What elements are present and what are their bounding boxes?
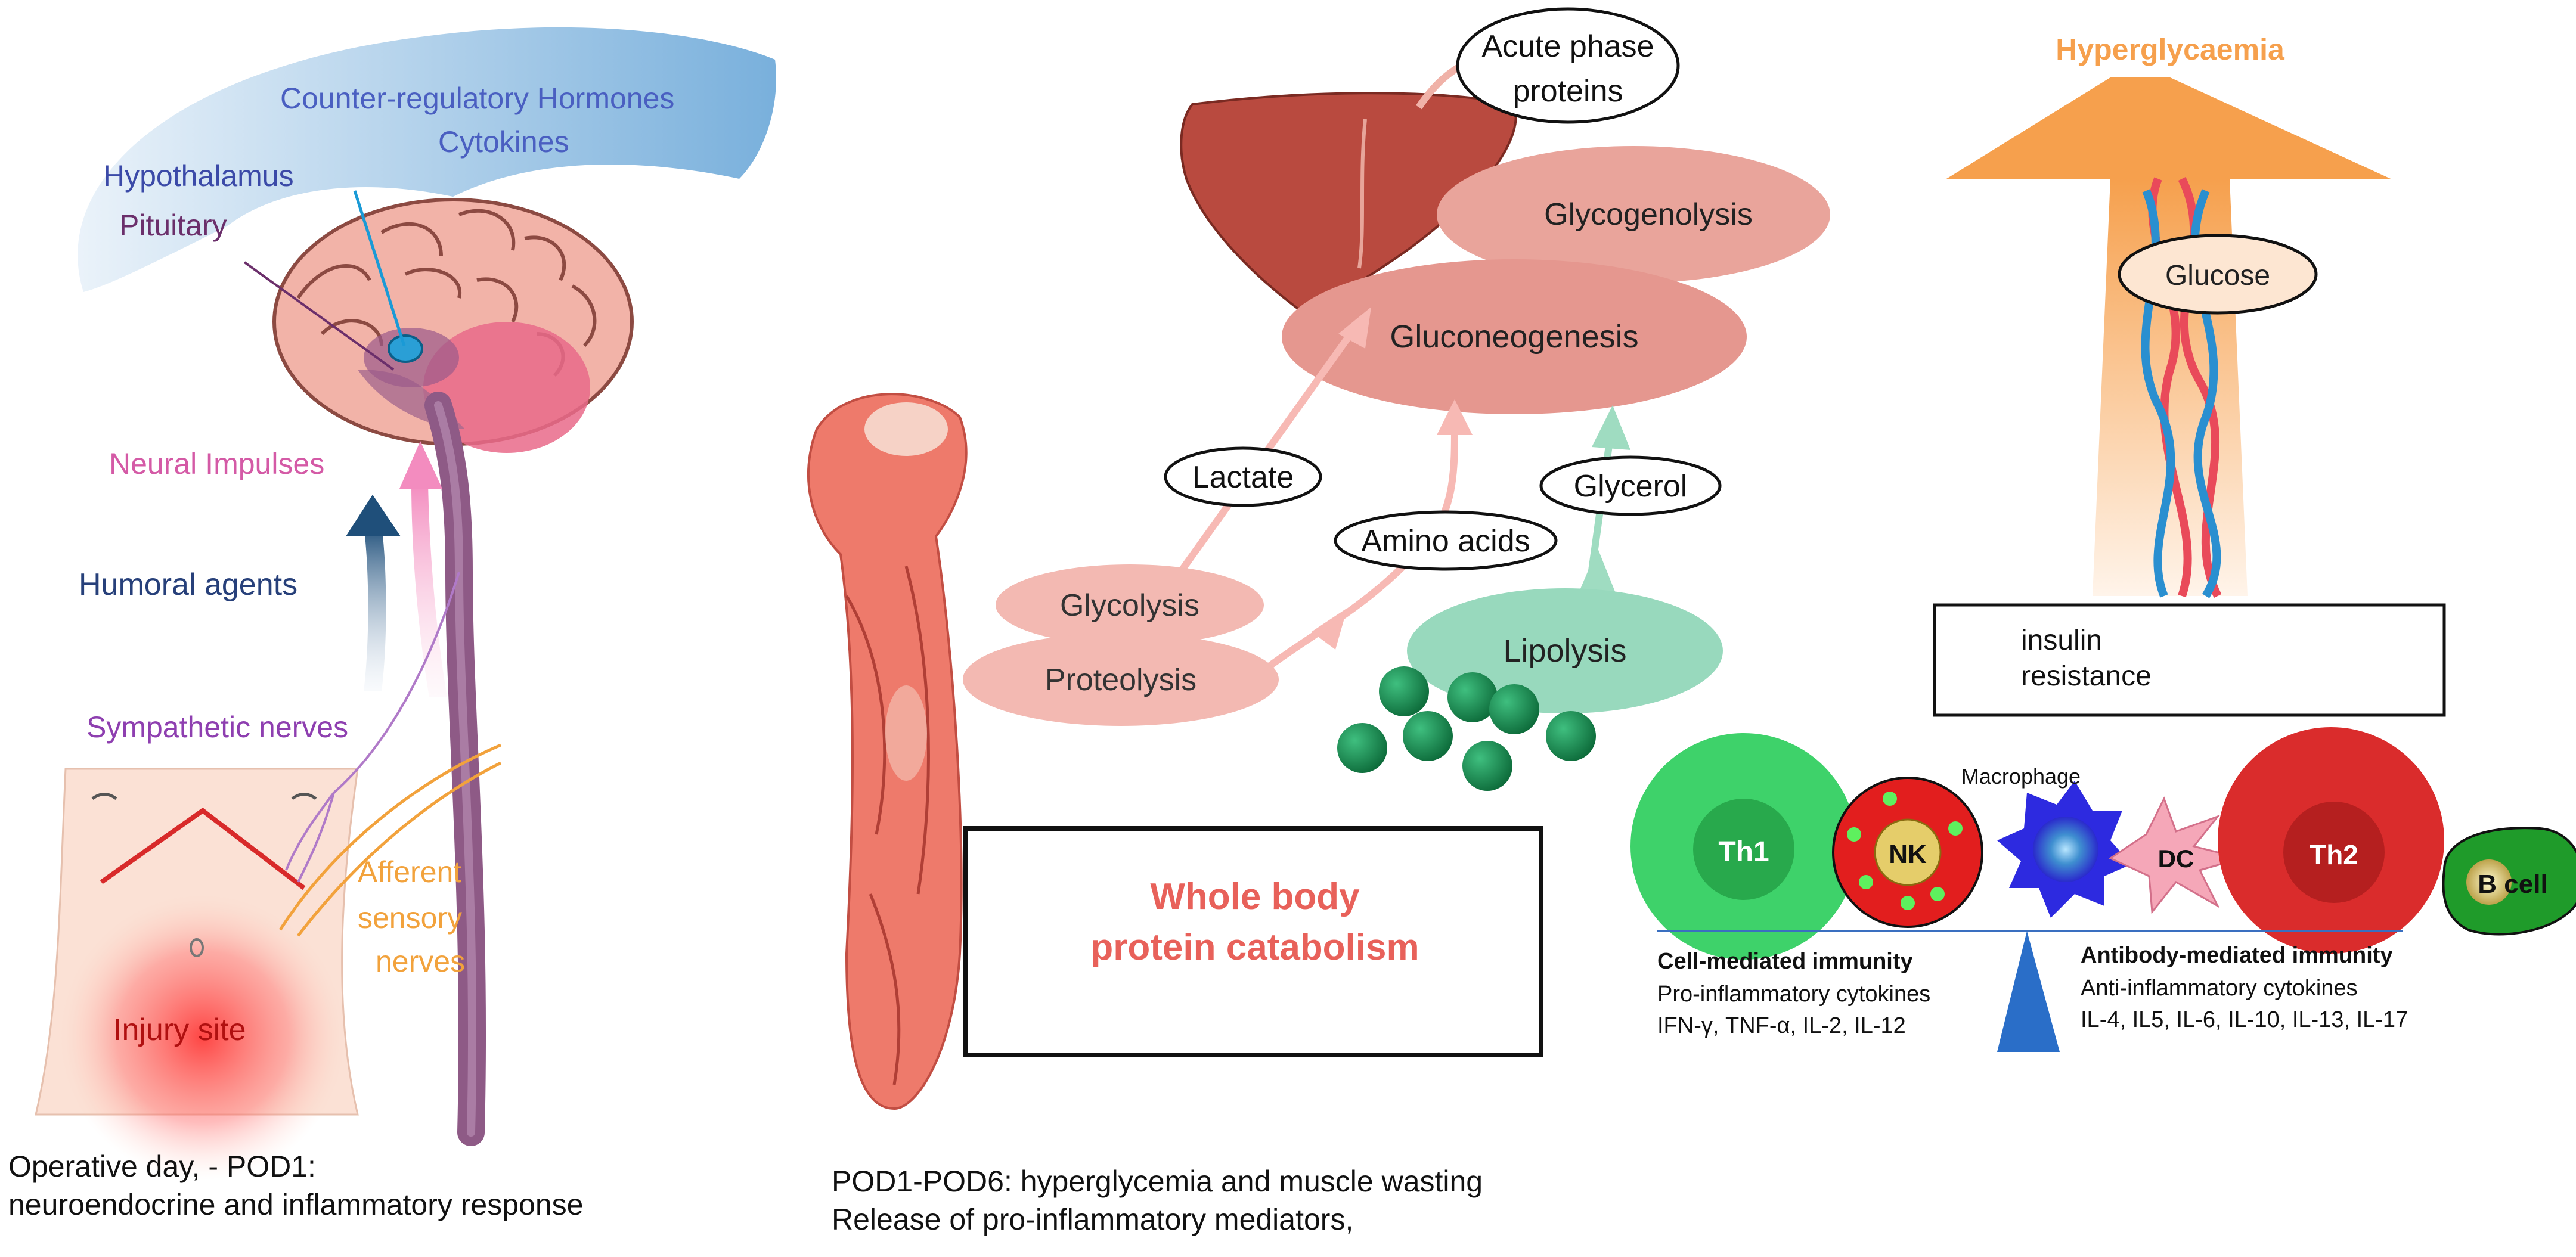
insulin-box (1933, 603, 2446, 717)
cell-nk (1832, 777, 1983, 928)
glycolysis-ellipse (996, 564, 1264, 645)
amino-acids-bubble (1334, 510, 1558, 571)
glucose-label: Glucose (2165, 260, 2270, 291)
caption-panel2-line2: Release of pro-inflammatory mediators, (832, 1203, 1354, 1236)
cell-th1 (1630, 733, 1857, 960)
lactate-label: Lactate (1192, 460, 1294, 495)
amino-acids-label: Amino acids (1361, 524, 1530, 558)
acute-phase-label-2: proteins (1513, 74, 1623, 108)
antibody-line-2: IL-4, IL5, IL-6, IL-10, IL-13, IL-17 (2081, 1007, 2408, 1032)
catabolism-label-2: protein catabolism (1090, 927, 1419, 968)
hormone-cloud (78, 27, 776, 292)
caption-panel1: Operative day, - POD1: neuroendocrine an… (8, 1147, 583, 1224)
glycolysis-label: Glycolysis (1060, 588, 1199, 623)
humoral-arrow (346, 495, 401, 691)
glycogenolysis-ellipse (1437, 146, 1830, 283)
lactate-bubble (1164, 446, 1322, 507)
antibody-line-1: Anti-inflammatory cytokines (2081, 976, 2358, 1001)
caption-panel2-line1: POD1-POD6: hyperglycemia and muscle wast… (832, 1165, 1483, 1198)
caption-panel1-line1: Operative day, - POD1: (8, 1150, 316, 1183)
afferent-label-3: nerves (376, 945, 465, 978)
bcell-label: B cell (2478, 870, 2547, 899)
acute-phase-bubble (1456, 7, 1680, 124)
lipolysis-label: Lipolysis (1503, 633, 1626, 669)
panel-metabolic: Acute phase proteins Glycogenolysis Gluc… (807, 7, 1830, 1110)
catabolism-box (963, 826, 1543, 1057)
glycerol-arrowhead-lower (1580, 548, 1616, 593)
th2-label: Th2 (2310, 839, 2358, 870)
pituitary-label: Pituitary (119, 209, 227, 242)
afferent-label-2: sensory (358, 901, 462, 935)
acute-phase-label-1: Acute phase (1481, 29, 1654, 64)
glycogenolysis-label: Glycogenolysis (1544, 197, 1753, 232)
glucose-bubble (2118, 234, 2318, 315)
hypothalamus-pointer (353, 190, 406, 346)
glycerol-arrowhead (1592, 405, 1630, 450)
hypothalamus-label: Hypothalamus (103, 159, 294, 193)
pituitary-pointer (243, 261, 395, 371)
afferent-nerve (278, 743, 502, 937)
hormones-label-2: Cytokines (438, 125, 569, 159)
insulin-label-2: resistance (2021, 660, 2152, 692)
abdomen (35, 768, 359, 1180)
dc-label: DC (2158, 845, 2194, 873)
cell-macrophage (1997, 781, 2131, 918)
cell-mediated-line-2: IFN-γ, TNF-α, IL-2, IL-12 (1657, 1013, 1906, 1038)
fat-droplets (1337, 666, 1596, 791)
cell-bcell (2442, 827, 2576, 936)
hyperglycaemia-label: Hyperglycaemia (2056, 33, 2285, 66)
glycerol-label: Glycerol (1574, 469, 1688, 504)
cell-th2 (2218, 727, 2444, 954)
liver (1180, 92, 1517, 312)
humoral-agents-label: Humoral agents (79, 567, 297, 602)
brain (272, 198, 634, 453)
sympathetic-nerves-label: Sympathetic nerves (86, 710, 348, 744)
glycerol-bubble (1539, 455, 1722, 516)
caption-panel1-line2: neuroendocrine and inflammatory response (8, 1188, 584, 1221)
proteolysis-label: Proteolysis (1045, 663, 1196, 697)
nk-label: NK (1889, 840, 1927, 869)
cell-mediated-line-1: Pro-inflammatory cytokines (1657, 982, 1930, 1007)
neural-arrow (399, 441, 447, 697)
hormones-label-1: Counter-regulatory Hormones (280, 82, 674, 115)
lactate-arrowhead (1338, 307, 1371, 349)
panel-immune: Hyperglycaemia Glucose insulin resistanc… (1630, 33, 2576, 1052)
macrophage-label: Macrophage (1961, 764, 2081, 789)
injury-site-label: Injury site (113, 1013, 246, 1047)
th1-label: Th1 (1718, 836, 1769, 868)
balance-fulcrum (1997, 931, 2060, 1052)
cell-mediated-title: Cell-mediated immunity (1657, 949, 1913, 974)
sympathetic-nerve (285, 572, 460, 883)
amino-arrowhead-mid (1312, 608, 1347, 650)
gluconeogenesis-ellipse (1282, 259, 1747, 414)
neural-impulses-label: Neural Impulses (109, 447, 324, 480)
gluconeogenesis-label: Gluconeogenesis (1390, 319, 1638, 355)
hyperglycaemia-arrow (1946, 77, 2391, 596)
lactate-arrow (1177, 319, 1362, 575)
afferent-label-1: Afferent (358, 855, 461, 889)
catabolism-label-1: Whole body (1150, 876, 1360, 917)
insulin-label-1: insulin (2021, 625, 2102, 656)
proteolysis-ellipse (963, 633, 1279, 726)
muscle (807, 393, 968, 1110)
panel-neuroendocrine: Counter-regulatory Hormones Cytokines Hy… (35, 27, 776, 1180)
amino-arrowhead (1437, 399, 1473, 435)
caption-panel2: POD1-POD6: hyperglycemia and muscle wast… (832, 1162, 1483, 1239)
antibody-title: Antibody-mediated immunity (2081, 943, 2393, 968)
